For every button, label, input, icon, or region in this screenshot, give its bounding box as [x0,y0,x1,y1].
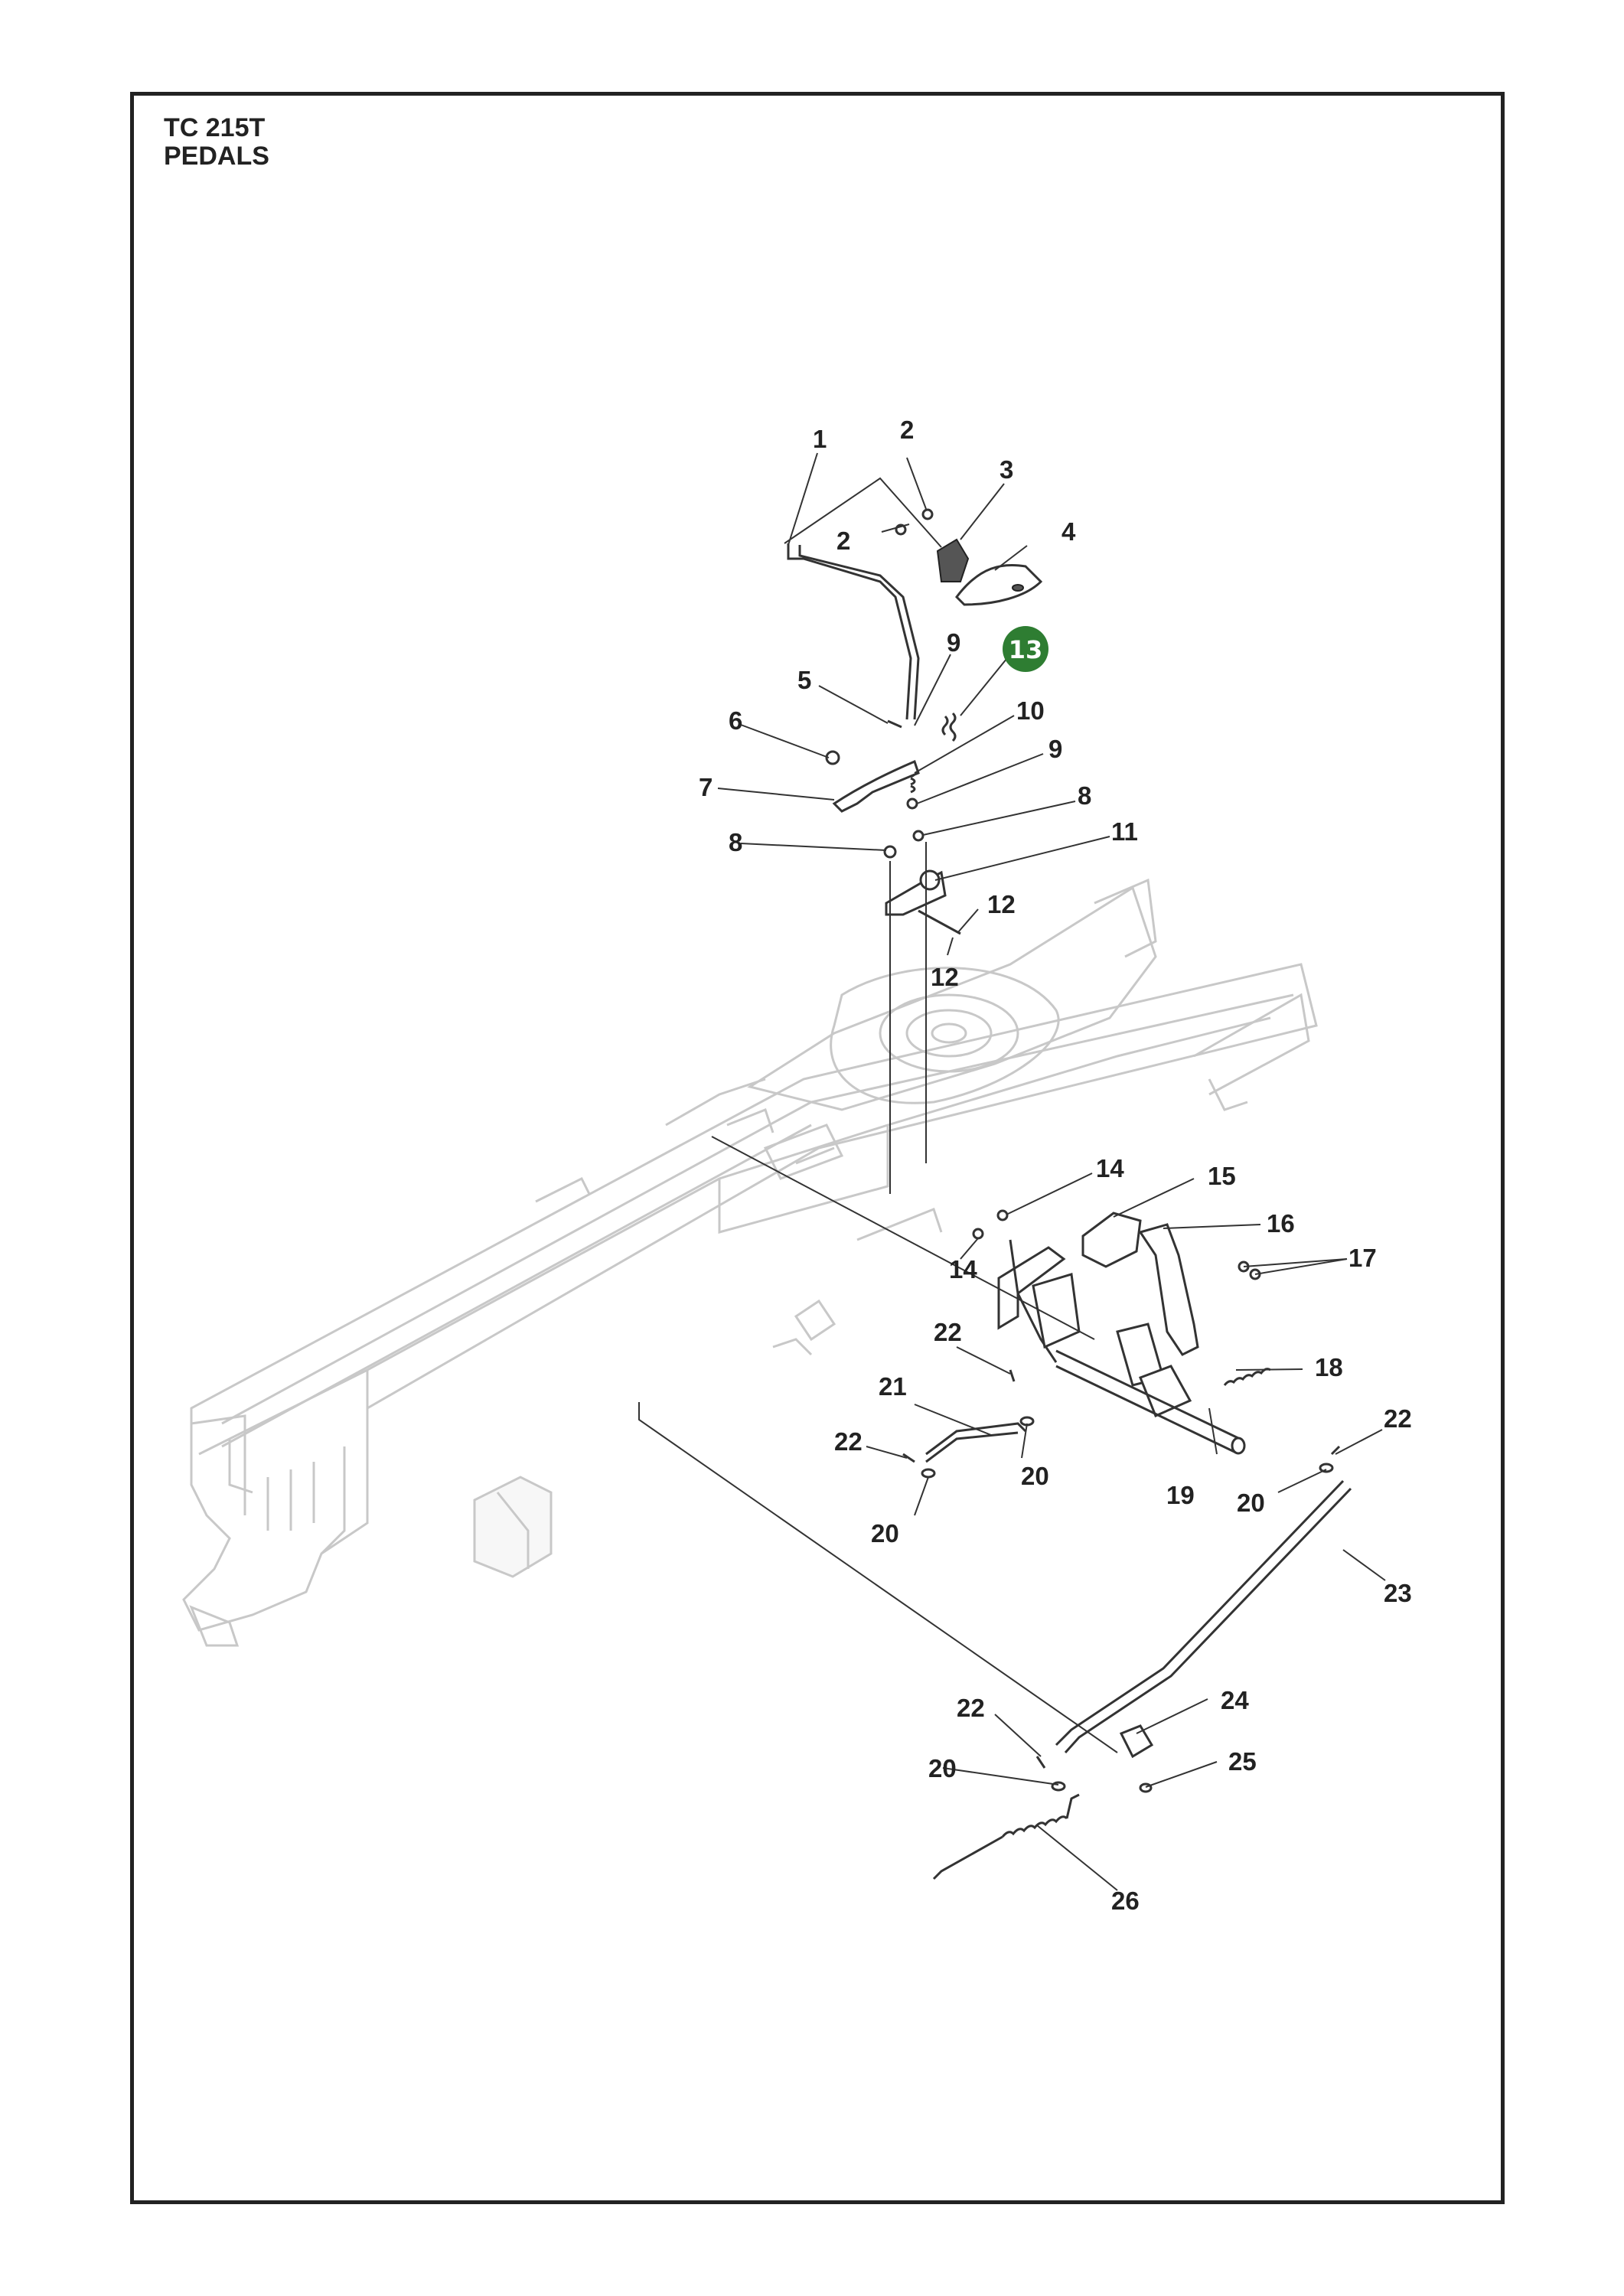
callout-23: 23 [1384,1579,1412,1607]
callout-19: 19 [1166,1481,1195,1509]
callout-9: 9 [947,628,960,657]
callout-8: 8 [729,828,742,856]
callout-20: 20 [871,1519,899,1548]
callout-22: 22 [1384,1404,1412,1433]
model-title: TC 215T [164,113,266,142]
section-title: PEDALS [164,142,269,171]
callout-24: 24 [1221,1686,1249,1714]
callout-22: 22 [934,1318,962,1346]
callout-10: 10 [1016,696,1045,725]
callout-5: 5 [797,666,811,694]
callout-20: 20 [1021,1462,1049,1490]
callout-20: 20 [928,1754,957,1782]
callout-15: 15 [1208,1162,1236,1190]
callout-17: 17 [1348,1244,1377,1272]
callout-12: 12 [931,963,959,991]
callout-6: 6 [729,706,742,735]
callout-8: 8 [1078,781,1091,810]
callout-18: 18 [1315,1353,1343,1381]
callout-26: 26 [1111,1887,1140,1915]
callout-2: 2 [836,527,850,555]
callout-14: 14 [949,1255,977,1283]
callout-11: 11 [1111,817,1138,846]
callout-21: 21 [879,1372,907,1401]
callout-22: 22 [834,1427,863,1456]
callout-labels: 1 2 2 3 4 5 6 7 8 8 9 9 10 11 12 12 14 1… [699,416,1412,1915]
callout-9: 9 [1048,735,1062,763]
callout-22: 22 [957,1694,985,1722]
diagram-frame [130,92,1505,2204]
callout-12: 12 [987,890,1016,918]
callout-7: 7 [699,773,713,801]
chassis-frame [182,878,1318,1647]
callout-3: 3 [1000,455,1013,484]
callout-4: 4 [1061,517,1076,546]
callout-13: 13 [1009,635,1043,664]
callout-25: 25 [1228,1747,1257,1776]
callout-20: 20 [1237,1489,1265,1517]
leader-lines [717,452,1386,1891]
callout-2: 2 [900,416,914,444]
callout-16: 16 [1267,1209,1295,1238]
parts-drawing [638,508,1352,1880]
highlighted-part-13-badge[interactable]: 13 [1003,626,1048,672]
callout-14: 14 [1096,1154,1124,1182]
callout-1: 1 [813,425,827,453]
